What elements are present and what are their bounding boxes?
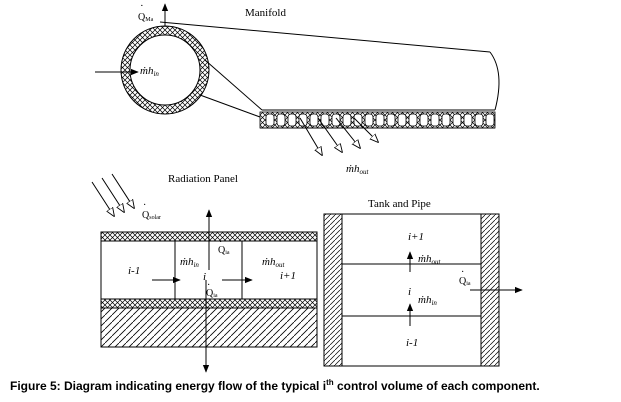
tube — [265, 113, 275, 127]
radiation-panel-title: Radiation Panel — [168, 173, 238, 185]
tube — [474, 113, 484, 127]
tank-pipe-title: Tank and Pipe — [368, 198, 431, 210]
manifold-title: Manifold — [245, 7, 286, 19]
q-solar-label: Qsolar — [142, 210, 161, 221]
q-ma-label: QMa — [138, 12, 154, 23]
tube — [419, 113, 429, 127]
q-solar-dot: · — [143, 200, 146, 211]
solar-arrow-2 — [101, 177, 124, 212]
tube — [309, 113, 319, 127]
tube — [397, 113, 407, 127]
outflow-arrow-2 — [317, 117, 342, 152]
panel-q-ia-top: Qia — [218, 245, 230, 256]
tank-outflow-label: ṁhout — [418, 253, 441, 266]
tank-inflow-label: ṁhin — [418, 294, 437, 307]
tank-pipe-section: Tank and Pipe i+1 i i-1 ṁhout ṁhin · Qia — [323, 198, 523, 367]
panel-cell-right: i+1 — [280, 270, 296, 282]
q-ma-dot: · — [140, 0, 144, 12]
panel-q-ia-bottom-dot: · — [207, 280, 210, 291]
tank-q-ia-dot: · — [461, 267, 464, 278]
tube — [375, 113, 385, 127]
tank-left-wall — [323, 213, 343, 367]
tube — [331, 113, 341, 127]
manifold-body-side-edge — [204, 59, 263, 111]
solar-arrow-3 — [111, 173, 134, 208]
tube — [386, 113, 396, 127]
tank-q-ia: Qia — [459, 276, 471, 287]
tube — [320, 113, 330, 127]
outflow-arrow-3 — [335, 117, 360, 148]
manifold-inflow-label: ṁhin — [140, 65, 159, 78]
tank-interior — [341, 213, 482, 367]
tube — [441, 113, 451, 127]
panel-q-ia-top-dot: · — [219, 237, 222, 248]
tube — [276, 113, 286, 127]
radiation-panel-section: Radiation Panel · Qsolar Qia · Qia · i-1… — [91, 173, 318, 373]
outflow-arrow-4 — [353, 117, 378, 142]
manifold-body-bottom-edge — [199, 94, 261, 118]
tube — [287, 113, 297, 127]
panel-q-ia-bottom: Qia — [206, 288, 218, 299]
outflow-arrow-1 — [299, 117, 322, 155]
manifold-outflow-label: ṁhout — [346, 163, 369, 176]
tube — [485, 113, 495, 127]
tube — [463, 113, 473, 127]
tube — [364, 113, 374, 127]
panel-cell-left: i-1 — [128, 265, 140, 277]
panel-bottom-plate — [100, 298, 318, 309]
figure-caption: Figure 5: Diagram indicating energy flow… — [10, 378, 540, 393]
manifold-section: Manifold · QMa ṁhin ṁhout — [95, 0, 500, 176]
tank-cell-center: i — [408, 286, 411, 298]
panel-outflow-label: ṁhout — [262, 256, 285, 269]
manifold-body-end — [489, 51, 500, 111]
panel-insulation — [100, 307, 318, 348]
solar-arrow-1 — [91, 181, 114, 216]
panel-cell-center: i — [203, 271, 206, 283]
tube-row — [265, 113, 495, 127]
tube — [452, 113, 462, 127]
tube — [408, 113, 418, 127]
tube — [298, 113, 308, 127]
tube — [342, 113, 352, 127]
panel-inflow-label: ṁhin — [180, 256, 199, 269]
tank-cell-bottom: i-1 — [406, 337, 418, 349]
tank-cell-top: i+1 — [408, 231, 424, 243]
tube — [430, 113, 440, 127]
manifold-body-top-edge — [159, 21, 491, 53]
tube — [353, 113, 363, 127]
pipe-inner-bore — [129, 34, 201, 106]
